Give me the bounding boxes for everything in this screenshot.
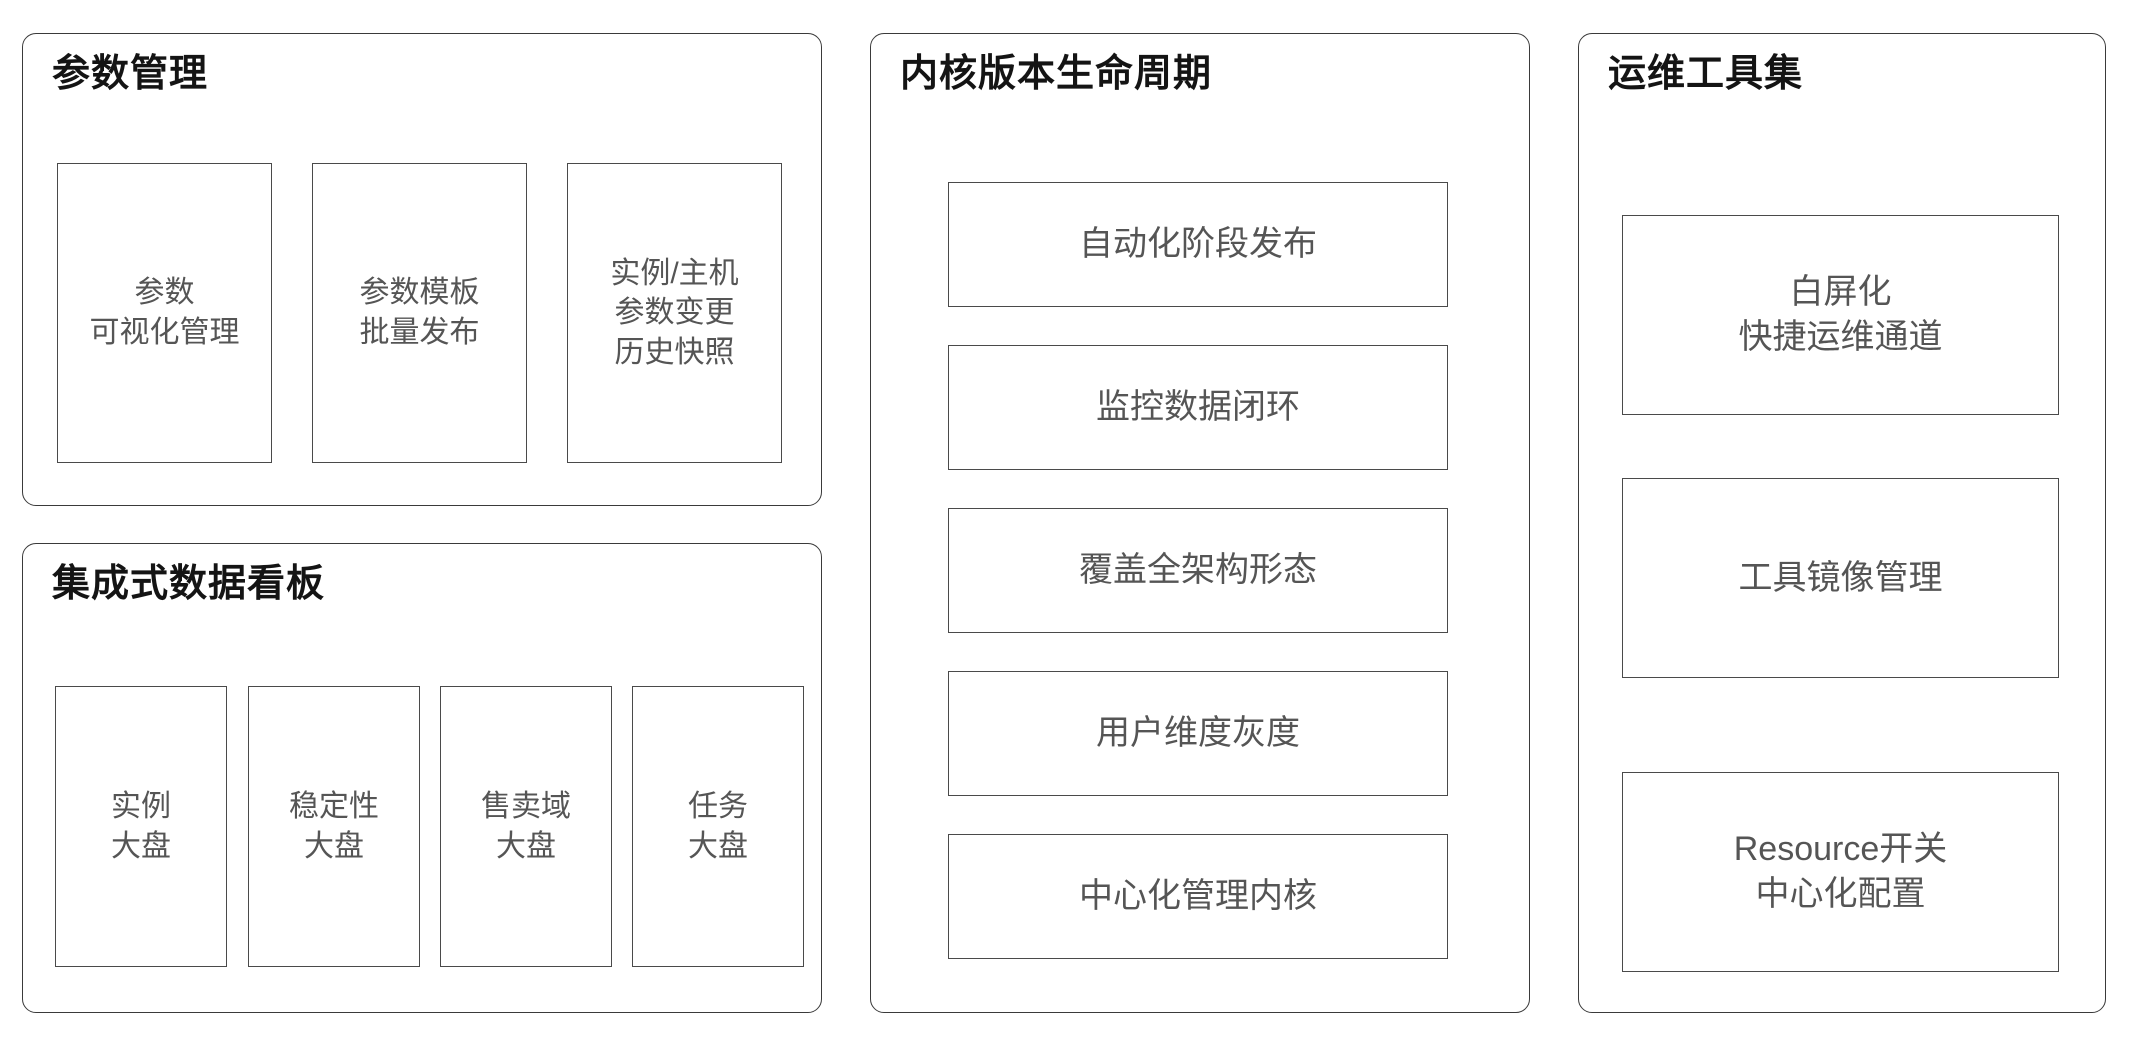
panel-tools-title: 运维工具集: [1608, 53, 1804, 95]
panel-dashboard-title: 集成式数据看板: [52, 563, 326, 605]
card-stability-dashboard[interactable]: 稳定性 大盘: [248, 686, 420, 967]
card-task-dashboard-label: 任务 大盘: [688, 789, 748, 863]
card-monitoring-data-loop-label: 监控数据闭环: [1096, 388, 1300, 427]
card-param-visualization[interactable]: 参数 可视化管理: [57, 163, 272, 463]
panel-params-title: 参数管理: [52, 53, 209, 95]
card-whitescreen-ops-channel[interactable]: 白屏化 快捷运维通道: [1622, 215, 2059, 415]
card-instance-dashboard[interactable]: 实例 大盘: [55, 686, 227, 967]
card-stability-dashboard-label: 稳定性 大盘: [289, 789, 379, 863]
card-user-dimension-canary[interactable]: 用户维度灰度: [948, 671, 1448, 796]
card-param-visualization-label: 参数 可视化管理: [89, 276, 240, 349]
card-param-template-batch-publish[interactable]: 参数模板 批量发布: [312, 163, 527, 463]
card-sales-domain-dashboard[interactable]: 售卖域 大盘: [440, 686, 612, 967]
card-instance-dashboard-label: 实例 大盘: [111, 789, 171, 863]
card-instance-host-param-history[interactable]: 实例/主机 参数变更 历史快照: [567, 163, 782, 463]
card-user-dimension-canary-label: 用户维度灰度: [1096, 714, 1300, 753]
card-resource-switch-central-config-label: Resource开关 中心化配置: [1733, 830, 1948, 913]
card-full-architecture-coverage-label: 覆盖全架构形态: [1079, 551, 1317, 590]
card-full-architecture-coverage[interactable]: 覆盖全架构形态: [948, 508, 1448, 633]
card-centralized-kernel-management[interactable]: 中心化管理内核: [948, 834, 1448, 959]
card-sales-domain-dashboard-label: 售卖域 大盘: [481, 789, 571, 863]
card-task-dashboard[interactable]: 任务 大盘: [632, 686, 804, 967]
card-whitescreen-ops-channel-label: 白屏化 快捷运维通道: [1738, 273, 1943, 356]
card-centralized-kernel-management-label: 中心化管理内核: [1079, 877, 1317, 916]
card-param-template-batch-publish-label: 参数模板 批量发布: [359, 276, 480, 349]
card-instance-host-param-history-label: 实例/主机 参数变更 历史快照: [610, 256, 739, 369]
card-tool-image-management[interactable]: 工具镜像管理: [1622, 478, 2059, 678]
card-monitoring-data-loop[interactable]: 监控数据闭环: [948, 345, 1448, 470]
card-automated-staged-release-label: 自动化阶段发布: [1079, 225, 1317, 264]
card-automated-staged-release[interactable]: 自动化阶段发布: [948, 182, 1448, 307]
card-resource-switch-central-config[interactable]: Resource开关 中心化配置: [1622, 772, 2059, 972]
card-tool-image-management-label: 工具镜像管理: [1738, 558, 1943, 597]
panel-lifecycle-title: 内核版本生命周期: [900, 53, 1213, 95]
